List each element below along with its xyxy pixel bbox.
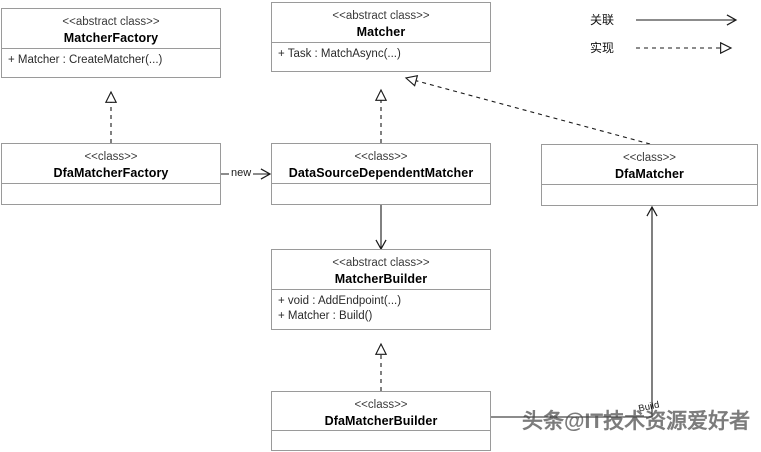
class-box-dfa-matcher-builder[interactable]: <<class>> DfaMatcherBuilder xyxy=(271,391,491,451)
class-stereotype: <<class>> xyxy=(84,151,138,163)
legend-label-association: 关联 xyxy=(590,13,615,27)
class-stereotype: <<class>> xyxy=(354,399,408,411)
class-header: <<class>> DfaMatcherFactory xyxy=(2,144,220,184)
class-box-matcher-factory[interactable]: <<abstract class>> MatcherFactory + Matc… xyxy=(1,8,221,78)
class-box-dfa-matcher-factory[interactable]: <<class>> DfaMatcherFactory xyxy=(1,143,221,205)
class-header: <<class>> DfaMatcherBuilder xyxy=(272,392,490,431)
class-name: MatcherBuilder xyxy=(334,272,428,286)
class-members xyxy=(272,184,490,244)
class-name: DataSourceDependentMatcher xyxy=(288,166,474,180)
class-stereotype: <<abstract class>> xyxy=(332,257,430,269)
class-box-matcher-builder[interactable]: <<abstract class>> MatcherBuilder + void… xyxy=(271,249,491,330)
legend-solid-arrow-icon xyxy=(636,14,738,26)
class-box-data-source-dependent-matcher[interactable]: <<class>> DataSourceDependentMatcher xyxy=(271,143,491,205)
class-members: + Matcher : CreateMatcher(...) xyxy=(2,49,220,117)
class-box-matcher[interactable]: <<abstract class>> Matcher + Task : Matc… xyxy=(271,2,491,72)
class-header: <<class>> DfaMatcher xyxy=(542,145,757,185)
edge-dfamatcherbuilder-build-dfamatcher xyxy=(491,205,658,418)
legend-item-association: 关联 xyxy=(590,13,742,27)
edge-dfamatcher-realizes-matcher xyxy=(404,74,651,145)
legend-item-realization: 实现 xyxy=(590,41,742,55)
class-stereotype: <<abstract class>> xyxy=(62,16,160,28)
class-members xyxy=(2,184,220,244)
class-header: <<abstract class>> MatcherBuilder xyxy=(272,250,490,290)
class-header: <<abstract class>> Matcher xyxy=(272,3,490,43)
class-stereotype: <<class>> xyxy=(622,152,677,164)
class-name: Matcher xyxy=(356,25,406,39)
class-member: + Matcher : Build() xyxy=(278,310,373,322)
class-header: <<class>> DataSourceDependentMatcher xyxy=(272,144,490,184)
class-header: <<abstract class>> MatcherFactory xyxy=(2,9,220,49)
edge-label-new: new xyxy=(229,167,254,179)
class-stereotype: <<class>> xyxy=(354,151,408,163)
legend: 关联 实现 xyxy=(590,8,750,58)
class-name: MatcherFactory xyxy=(63,31,159,45)
class-members xyxy=(542,185,757,245)
legend-dashed-triangle-icon xyxy=(636,41,733,55)
class-stereotype: <<abstract class>> xyxy=(332,10,430,22)
class-name: DfaMatcher xyxy=(614,167,685,181)
class-members: + Task : MatchAsync(...) xyxy=(272,43,490,111)
class-member: + Task : MatchAsync(...) xyxy=(278,48,401,60)
class-members xyxy=(272,431,490,452)
legend-label-realization: 实现 xyxy=(590,41,615,55)
class-name: DfaMatcherBuilder xyxy=(324,414,438,428)
class-name: DfaMatcherFactory xyxy=(53,166,169,180)
class-member: + void : AddEndpoint(...) xyxy=(278,295,402,307)
class-box-dfa-matcher[interactable]: <<class>> DfaMatcher xyxy=(541,144,758,206)
class-member: + Matcher : CreateMatcher(...) xyxy=(8,54,163,66)
class-members: + void : AddEndpoint(...) + Matcher : Bu… xyxy=(272,290,490,369)
